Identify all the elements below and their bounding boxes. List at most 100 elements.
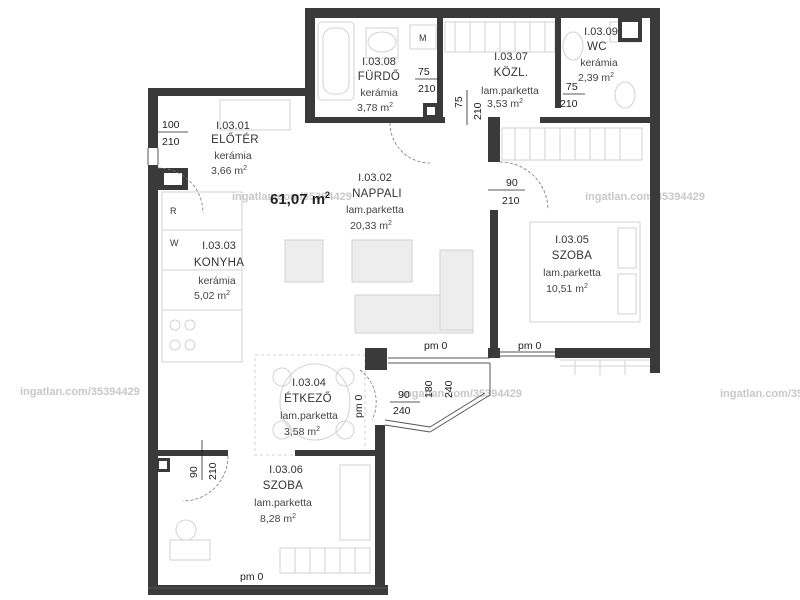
wc-door-width: 75	[566, 81, 578, 93]
washer-icon	[409, 24, 437, 50]
room-name: WC	[587, 41, 607, 53]
room-area: 8,28 m2	[260, 513, 296, 525]
dining-table	[279, 363, 351, 441]
room-material: lam.parketta	[346, 204, 404, 216]
door-dimensions: 100 210 75 210 75 210 75 210 90 210 90 2…	[158, 66, 585, 480]
bath-door-height: 210	[418, 83, 436, 95]
watermark-left: ingatlan.com/35394429	[20, 386, 140, 398]
room6-desk	[339, 464, 371, 541]
room-material: kerámia	[198, 275, 236, 287]
room5-door-swing	[499, 161, 549, 211]
room-area: 3,66 m2	[211, 165, 247, 177]
total-area-value: 61,07 m2	[270, 190, 330, 208]
room-material: kerámia	[580, 57, 618, 69]
balcony-door-height: 180	[423, 380, 435, 398]
entry-door-width: 100	[162, 119, 180, 131]
room6-door-swing	[182, 455, 229, 502]
room-name: KONYHA	[194, 257, 244, 269]
room-material: lam.parketta	[280, 410, 338, 422]
room-area: 5,02 m2	[194, 290, 230, 302]
coffee-table	[351, 239, 413, 283]
room-code: I.03.08	[362, 56, 396, 68]
wc-basin-icon	[614, 81, 636, 109]
level-mark-room6: pm 0	[240, 571, 264, 583]
level-mark-dining: pm 0	[353, 394, 365, 418]
room-material: lam.parketta	[254, 497, 312, 509]
room-material: kerámia	[214, 150, 252, 162]
room5-bed	[529, 221, 641, 323]
windows	[147, 148, 555, 589]
room-code: I.03.05	[555, 234, 589, 246]
room6-door-width: 90	[188, 466, 200, 478]
fridge-mark: R	[170, 206, 177, 216]
room-code: I.03.02	[358, 172, 392, 184]
total-area: 61,07 m2	[270, 190, 330, 208]
room-name: SZOBA	[552, 250, 593, 262]
room5-door-width: 90	[506, 177, 518, 189]
room-material: kerámia	[360, 87, 398, 99]
room-area: 2,39 m2	[578, 72, 614, 84]
room-area: 3,58 m2	[284, 426, 320, 438]
bathtub-icon	[317, 21, 355, 101]
room-material: lam.parketta	[481, 85, 539, 97]
hall-door-width: 75	[453, 96, 465, 108]
room-label-szoba5: I.03.05 SZOBA lam.parketta 10,51 m2	[543, 234, 601, 295]
room-area: 3,78 m2	[357, 102, 393, 114]
entry-door-swing	[157, 167, 204, 214]
room-label-wc: I.03.09 WC kerámia 2,39 m2	[578, 26, 618, 84]
room-area: 3,53 m2	[487, 98, 523, 110]
entry-door-height: 210	[162, 136, 180, 148]
room-name: ELŐTÉR	[211, 132, 259, 146]
room-code: I.03.01	[216, 120, 250, 132]
room-label-konyha: I.03.03 KONYHA kerámia 5,02 m2	[194, 240, 244, 302]
room-label-nappali: I.03.02 NAPPALI lam.parketta 20,33 m2	[346, 172, 404, 232]
balcony-window-width: 240	[393, 405, 411, 417]
entry-bench	[219, 99, 291, 131]
room-name: KÖZL.	[494, 67, 529, 79]
room-area: 20,33 m2	[350, 220, 392, 232]
room-area: 10,51 m2	[546, 283, 588, 295]
watermark-center-left: ingatlan.com/35394429	[232, 191, 352, 203]
room-code: I.03.04	[292, 377, 326, 389]
toilet-icon	[562, 31, 584, 61]
room-name: SZOBA	[263, 480, 304, 492]
room-code: I.03.06	[269, 464, 303, 476]
door-swings	[157, 122, 549, 502]
balcony-door-width: 90	[398, 389, 410, 401]
room-material: lam.parketta	[543, 267, 601, 279]
balcony-window-height: 240	[443, 380, 455, 398]
room-label-furdo: I.03.08 FÜRDŐ kerámia 3,78 m2	[357, 56, 400, 114]
room6-chair	[175, 519, 197, 541]
bath-door-swing	[389, 122, 431, 164]
room-code: I.03.07	[494, 51, 528, 63]
room-name: FÜRDŐ	[358, 69, 400, 83]
room-code: I.03.09	[584, 26, 618, 38]
room-label-etkezo: I.03.04 ÉTKEZŐ lam.parketta 3,58 m2	[280, 377, 338, 438]
bath-door-width: 75	[418, 66, 430, 78]
kitchen-counter	[161, 191, 243, 363]
furniture: M R	[161, 21, 655, 574]
level-mark-living: pm 0	[424, 340, 448, 352]
room-label-eloter: I.03.01 ELŐTÉR kerámia 3,66 m2	[211, 120, 259, 177]
watermark-center-right: ingatlan.com/35394429	[585, 191, 705, 203]
room6-door-height: 210	[207, 462, 219, 480]
washbasin-icon	[367, 31, 397, 53]
wc-door-height: 210	[560, 98, 578, 110]
walls	[148, 8, 660, 595]
room-code: I.03.03	[202, 240, 236, 252]
balcony-door-swing	[359, 369, 377, 421]
watermark-right: ingatlan.com/35394429	[720, 388, 800, 400]
dishwasher-mark: W	[170, 238, 179, 248]
armchair	[284, 239, 324, 283]
room5-door-height: 210	[502, 195, 520, 207]
room-label-kozl: I.03.07 KÖZL. lam.parketta 3,53 m2	[481, 51, 539, 110]
level-marks: pm 0 pm 0 pm 0 pm 0	[240, 340, 542, 583]
stove-burner-icon	[169, 319, 181, 331]
room5-wardrobe	[501, 127, 643, 161]
room-name: NAPPALI	[352, 188, 402, 200]
room-name: ÉTKEZŐ	[284, 391, 332, 405]
level-mark-room5: pm 0	[518, 340, 542, 352]
watermark-balcony: ingatlan.com/35394429	[402, 388, 522, 400]
washer-mark: M	[419, 33, 427, 43]
